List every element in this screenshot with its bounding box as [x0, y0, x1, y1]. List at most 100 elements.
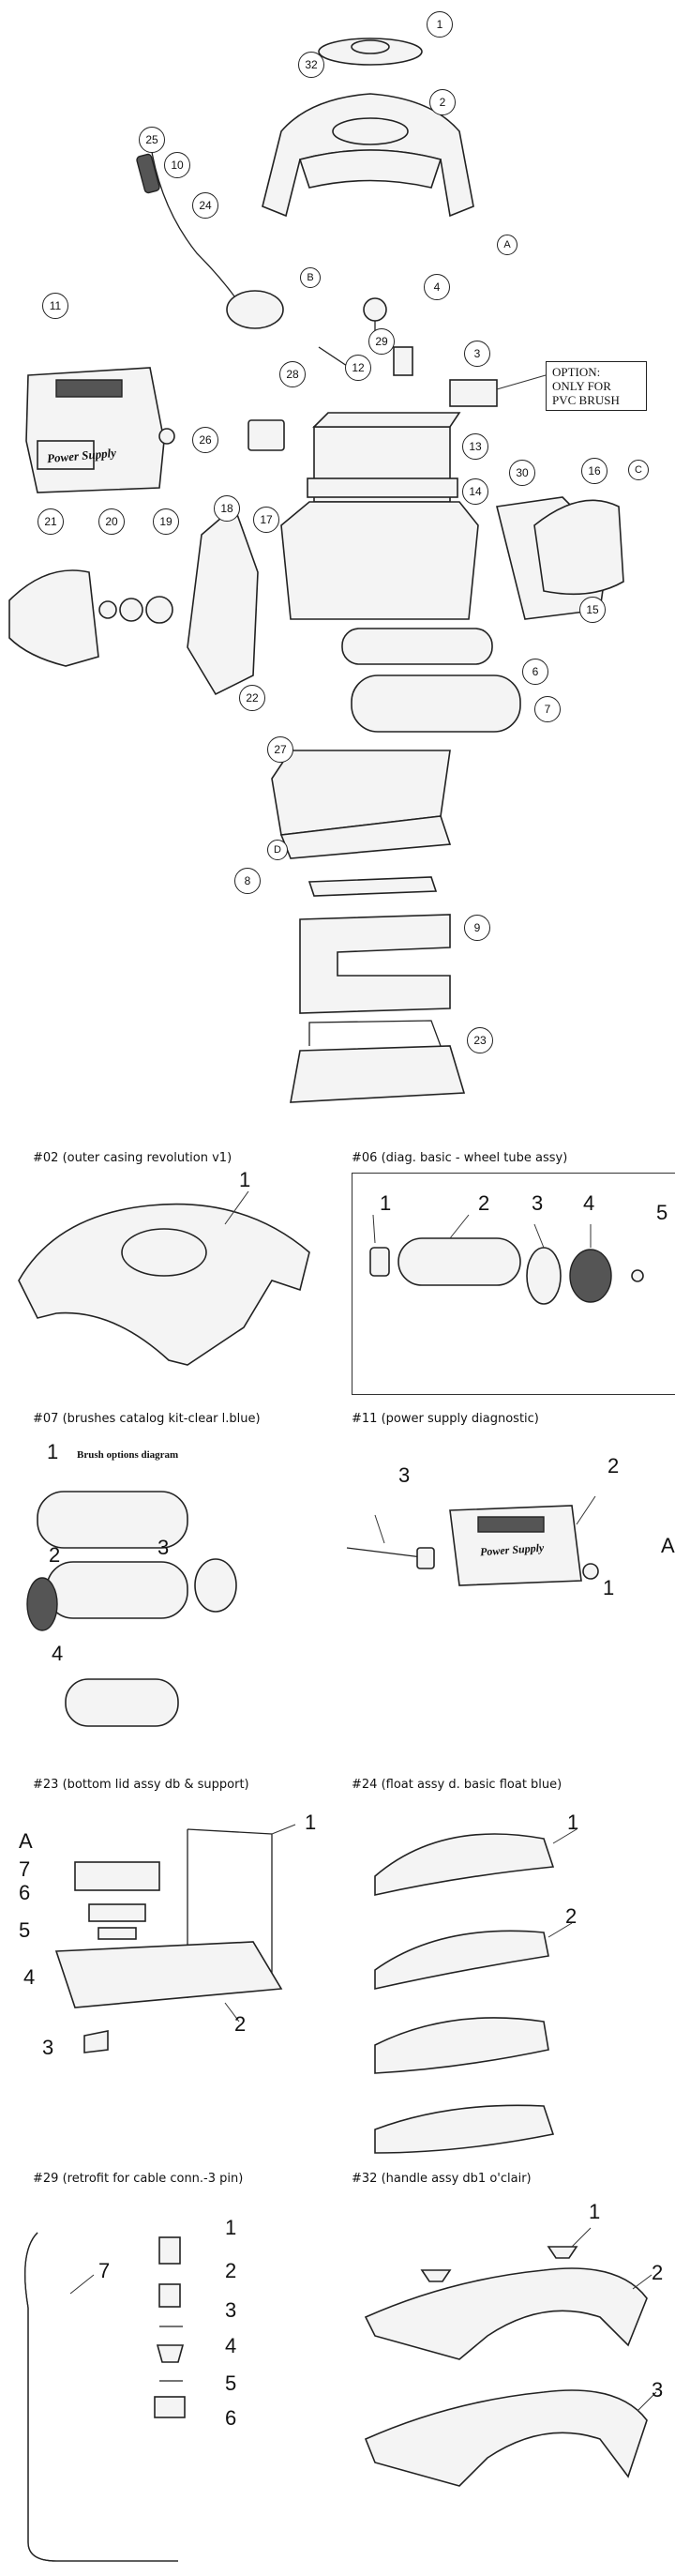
callout-13: 13 [462, 433, 488, 460]
section-29-drawing [24, 2232, 186, 2562]
option-note-line-2: ONLY FOR [552, 379, 611, 393]
callout-17: 17 [253, 507, 279, 533]
section-32-label-3: 3 [652, 2378, 664, 2402]
section-07-drawing [26, 1491, 237, 1727]
section-07-label-3: 3 [158, 1536, 170, 1559]
section-06-caption: #06 (diag. basic - wheel tube assy) [352, 1151, 568, 1165]
callout-2: 2 [429, 89, 456, 115]
callout-32: 32 [298, 52, 324, 78]
section-29-label-2: 2 [225, 2259, 237, 2282]
section-29-caption: #29 (retrofit for cable conn.-3 pin) [33, 2172, 244, 2186]
section-07: #07 (brushes catalog kit-clear l.blue) B… [0, 1412, 338, 1773]
callout-7: 7 [534, 696, 561, 722]
section-07-label-4: 4 [52, 1642, 64, 1665]
callout-4: 4 [424, 274, 450, 300]
section-23-label-1: 1 [305, 1811, 317, 1834]
callout-3: 3 [464, 341, 490, 367]
section-32-label-1: 1 [589, 2200, 601, 2223]
section-11: #11 (power supply diagnostic) Power Supp… [338, 1412, 675, 1773]
section-11-label-a: A [661, 1534, 675, 1557]
section-29-label-6: 6 [225, 2406, 237, 2430]
section-29-label-5: 5 [225, 2371, 237, 2395]
callout-6: 6 [522, 659, 548, 685]
option-note-box: OPTION: ONLY FOR PVC BRUSH [546, 361, 647, 411]
section-32: #32 (handle assy db1 o'clair) 1 2 3 [338, 2167, 675, 2576]
section-11-caption: #11 (power supply diagnostic) [352, 1412, 539, 1426]
callout-20: 20 [98, 508, 125, 535]
section-23-label-2: 2 [234, 2012, 247, 2036]
section-11-label-3: 3 [398, 1463, 411, 1487]
exploded-view-drawing [8, 38, 624, 1103]
section-11-drawing [346, 1495, 599, 1586]
section-24-label-2: 2 [565, 1904, 578, 1928]
callout-8: 8 [234, 868, 261, 894]
option-note-line-1: OPTION: [552, 365, 601, 379]
section-23: #23 (bottom lid assy db & support) A 7 6… [0, 1773, 338, 2167]
section-29-label-7: 7 [98, 2259, 111, 2282]
callout-b: B [300, 267, 321, 288]
callout-11: 11 [42, 293, 68, 319]
section-29-label-1: 1 [225, 2216, 237, 2239]
callout-12: 12 [345, 355, 371, 381]
section-02: #02 (outer casing revolution v1) 1 [0, 1140, 338, 1412]
section-24: #24 (float assy d. basic float blue) 1 2 [338, 1773, 675, 2167]
callout-29: 29 [368, 328, 395, 355]
section-23-label-5: 5 [19, 1918, 31, 1942]
callout-a: A [497, 235, 518, 255]
section-32-drawing [364, 2227, 657, 2487]
section-11-label-2: 2 [608, 1454, 620, 1477]
exploded-view: 1 32 2 25 10 24 A B 4 11 3 29 28 12 26 1… [0, 0, 675, 1135]
section-24-caption: #24 (float assy d. basic float blue) [352, 1778, 562, 1792]
section-29-label-3: 3 [225, 2298, 237, 2322]
section-23-label-a: A [19, 1829, 33, 1853]
section-11-label-1: 1 [603, 1576, 615, 1599]
option-note-line-3: PVC BRUSH [552, 393, 620, 407]
callout-22: 22 [239, 685, 265, 711]
section-29-label-4: 4 [225, 2334, 237, 2357]
section-24-drawing [374, 1828, 578, 2154]
callout-21: 21 [38, 508, 64, 535]
section-23-caption: #23 (bottom lid assy db & support) [33, 1778, 249, 1792]
callout-23: 23 [467, 1027, 493, 1053]
section-29: #29 (retrofit for cable conn.-3 pin) 1 2… [0, 2167, 338, 2576]
callout-14: 14 [462, 478, 488, 505]
callout-c: C [628, 460, 649, 480]
option-note-leader [496, 374, 547, 390]
callout-1: 1 [427, 11, 453, 38]
callout-30: 30 [509, 460, 535, 486]
section-06-label-3: 3 [532, 1191, 544, 1215]
callout-28: 28 [279, 361, 306, 387]
callout-10: 10 [164, 152, 190, 178]
section-32-label-2: 2 [652, 2261, 664, 2284]
section-06-label-1: 1 [380, 1191, 392, 1215]
section-02-label-1: 1 [239, 1168, 251, 1191]
section-23-label-4: 4 [23, 1965, 36, 1989]
section-32-caption: #32 (handle assy db1 o'clair) [352, 2172, 532, 2186]
callout-19: 19 [153, 508, 179, 535]
section-06-label-4: 4 [583, 1191, 595, 1215]
callout-d: D [267, 840, 288, 860]
section-07-label-2: 2 [49, 1543, 61, 1567]
callout-16: 16 [581, 458, 608, 484]
section-06: #06 (diag. basic - wheel tube assy) 1 2 … [338, 1140, 675, 1412]
section-02-caption: #02 (outer casing revolution v1) [33, 1151, 232, 1165]
section-06-drawing [369, 1214, 644, 1305]
section-07-caption: #07 (brushes catalog kit-clear l.blue) [33, 1412, 261, 1426]
section-06-label-5: 5 [656, 1201, 668, 1224]
callout-27: 27 [267, 736, 293, 763]
callout-26: 26 [192, 427, 218, 453]
section-02-drawing [18, 1190, 310, 1366]
section-06-label-2: 2 [478, 1191, 490, 1215]
callout-15: 15 [579, 597, 606, 623]
callout-18: 18 [214, 495, 240, 522]
section-23-label-7: 7 [19, 1857, 31, 1881]
section-06-frame [352, 1173, 675, 1395]
section-07-inner-title: Brush options diagram [77, 1449, 179, 1461]
section-23-label-3: 3 [42, 2036, 54, 2059]
section-24-label-1: 1 [567, 1811, 579, 1834]
callout-9: 9 [464, 915, 490, 941]
section-23-drawing [54, 1824, 296, 2053]
section-07-label-1: 1 [47, 1440, 59, 1463]
section-23-label-6: 6 [19, 1881, 31, 1904]
callout-24: 24 [192, 192, 218, 219]
